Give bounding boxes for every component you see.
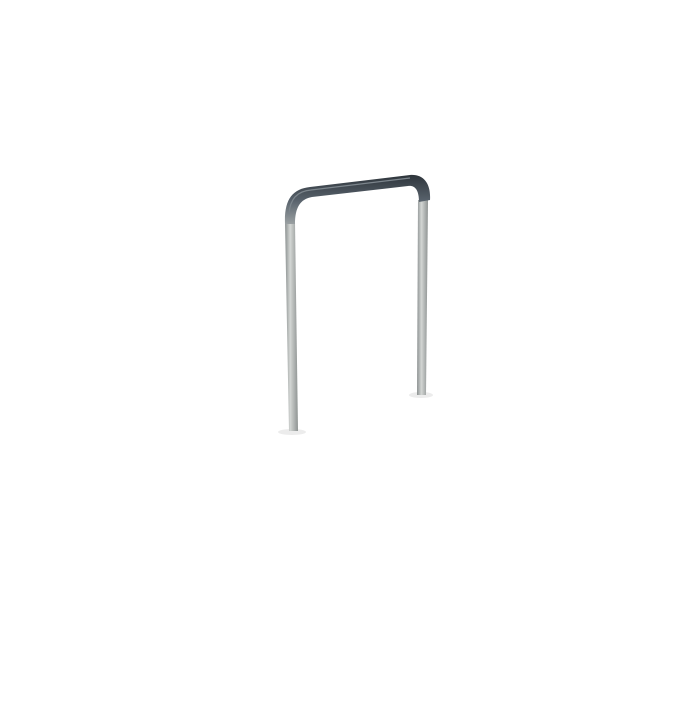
top-bar <box>284 174 431 224</box>
right-leg <box>417 200 428 395</box>
top-bar-highlight <box>288 177 411 215</box>
ground-shadow <box>278 429 306 435</box>
left-leg <box>285 222 298 431</box>
